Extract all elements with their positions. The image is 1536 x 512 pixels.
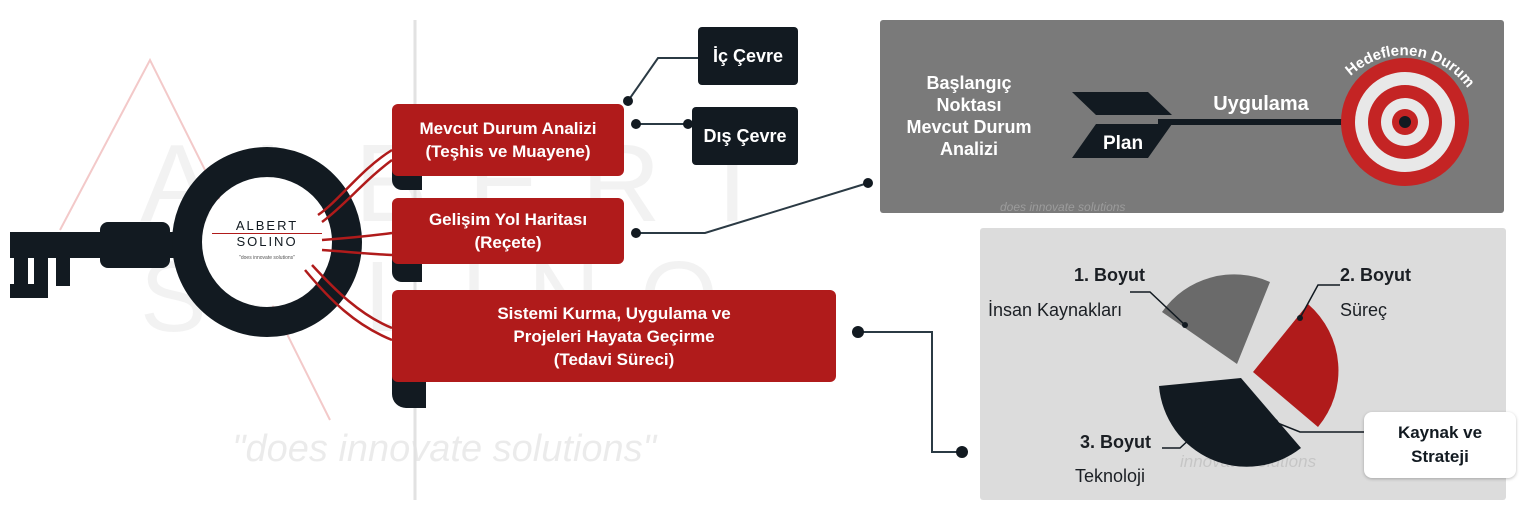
plan-arrow-lower: [1072, 124, 1172, 158]
start-line-4: Analizi: [939, 139, 998, 159]
pie-technology: [1159, 378, 1301, 467]
dimension-3-sub: Teknoloji: [1075, 466, 1146, 486]
pie-process: [1253, 304, 1339, 427]
branch-implementation: Sistemi Kurma, Uygulama ve Projeleri Hay…: [392, 290, 836, 382]
logo-line2: SOLINO: [212, 233, 322, 249]
start-line-1: Başlangıç: [926, 73, 1012, 93]
pie-human-resources: [1162, 274, 1270, 364]
outer-environment-label: Dış Çevre: [703, 125, 787, 146]
dimension-3-title: 3. Boyut: [1080, 432, 1152, 452]
logo-tagline: "does innovate solutions": [239, 255, 295, 261]
branch-3-line1: Sistemi Kurma, Uygulama ve: [497, 303, 731, 323]
start-line-2: Noktası: [936, 95, 1002, 115]
key-icon: [10, 147, 362, 337]
start-point-text: Başlangıç Noktası Mevcut Durum Analizi: [888, 72, 1050, 160]
resource-line-1: Kaynak ve: [1397, 423, 1483, 442]
branch-roadmap: Gelişim Yol Haritası (Reçete): [392, 198, 624, 264]
inner-environment-label: İç Çevre: [712, 45, 784, 66]
dimension-1-title: 1. Boyut: [1074, 265, 1146, 285]
branch-3-line3: (Tedavi Süreci): [553, 349, 675, 369]
dimension-2-sub: Süreç: [1340, 300, 1388, 320]
dimension-1-sub: İnsan Kaynakları: [988, 300, 1123, 320]
inner-environment-box: İç Çevre: [698, 27, 798, 85]
branch-3-line2: Projeleri Hayata Geçirme: [513, 326, 715, 346]
resource-line-2: Strateji: [1411, 447, 1469, 466]
branch-connectors: [304, 148, 393, 342]
branch-2-line1: Gelişim Yol Haritası: [428, 210, 588, 229]
resource-strategy-box: Kaynak ve Strateji: [1364, 412, 1516, 478]
logo-line1: ALBERT: [235, 218, 299, 233]
branch-current-analysis: Mevcut Durum Analizi (Teşhis ve Muayene): [392, 104, 624, 176]
apply-label: Uygulama: [1213, 93, 1309, 115]
environment-connectors: [627, 57, 698, 125]
dimension-2-title: 2. Boyut: [1340, 265, 1412, 285]
plan-label: Plan: [1102, 133, 1144, 154]
branch-1-line2: (Teşhis ve Muayene): [425, 142, 591, 161]
logo: ALBERT SOLINO "does innovate solutions": [212, 218, 322, 261]
plan-panel-watermark: does innovate solutions: [1000, 200, 1126, 214]
outer-environment-box: Dış Çevre: [692, 107, 798, 165]
start-line-3: Mevcut Durum: [906, 117, 1032, 137]
plan-arrow-upper: [1072, 92, 1172, 115]
branch-2-line2: (Reçete): [474, 233, 542, 252]
watermark-slogan: "does innovate solutions": [232, 428, 657, 470]
branch-1-line1: Mevcut Durum Analizi: [419, 119, 597, 138]
target-icon: [1341, 58, 1469, 186]
